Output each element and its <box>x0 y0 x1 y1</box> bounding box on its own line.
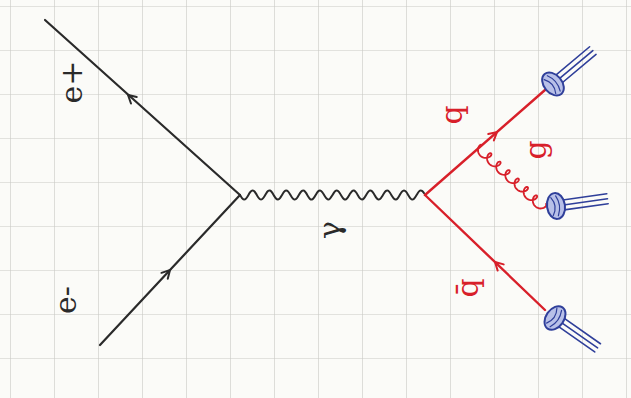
positron-line <box>45 20 240 195</box>
fermion-arrow <box>488 132 497 140</box>
particle-label: q <box>437 105 467 124</box>
hadron-jet <box>540 302 605 358</box>
hadron-jet <box>538 41 601 100</box>
photon-line <box>240 190 424 199</box>
fermion-arrow <box>495 262 504 271</box>
particle-label: g <box>521 140 551 159</box>
particle-label: e- <box>51 286 81 314</box>
fermion-arrow <box>128 95 137 103</box>
fermion-arrow <box>161 270 170 279</box>
electron-line <box>100 195 240 345</box>
hadron-jet <box>545 186 609 220</box>
particle-label: e+ <box>57 61 87 104</box>
particle-label: q̄ <box>453 278 483 297</box>
particle-label: γ <box>315 221 345 239</box>
antiquark-line <box>425 195 545 310</box>
